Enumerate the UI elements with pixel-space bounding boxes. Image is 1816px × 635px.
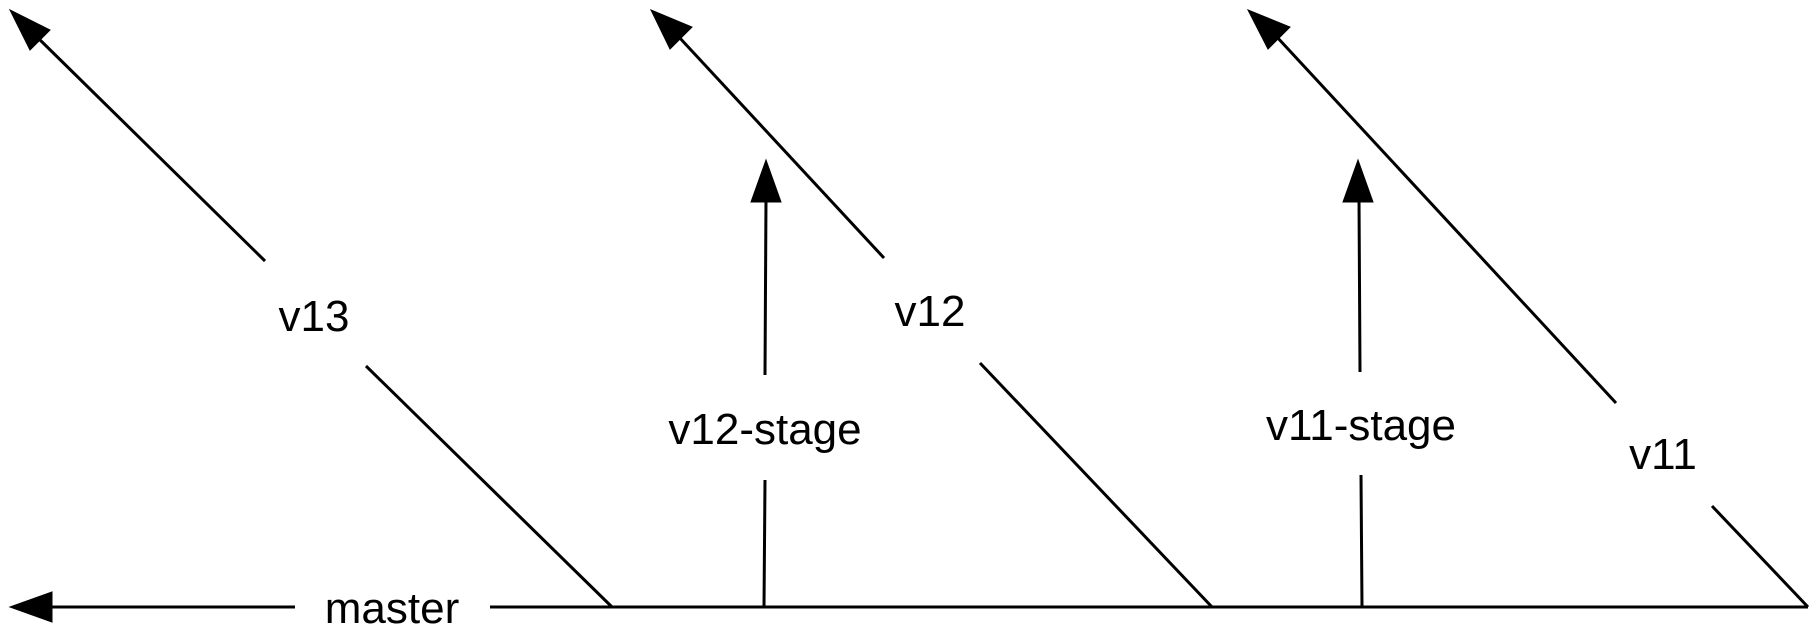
v12-stage-branch: v12-stage xyxy=(668,158,862,608)
v12-stage-line-lower xyxy=(762,479,767,608)
v12-line-lower xyxy=(978,361,1214,609)
v12-arrow-icon xyxy=(649,9,693,50)
master-arrow-icon xyxy=(8,591,53,623)
v12-branch: v12 xyxy=(649,9,1214,609)
v12-stage-arrow-icon xyxy=(750,158,782,203)
v11-label: v11 xyxy=(1629,430,1697,479)
v13-line-upper xyxy=(34,34,267,263)
v12-stage-label: v12-stage xyxy=(668,405,861,454)
master-branch: master xyxy=(8,584,1808,633)
v13-branch: v13 xyxy=(8,8,614,609)
v11-branch: v11 xyxy=(1246,9,1810,609)
v11-stage-line-lower xyxy=(1359,474,1364,608)
v11-line-upper xyxy=(1274,34,1618,405)
master-label: master xyxy=(325,584,459,633)
v13-line-lower xyxy=(364,364,614,609)
v12-stage-line-upper xyxy=(763,197,768,376)
v11-arrow-icon xyxy=(1246,9,1291,50)
v12-label: v12 xyxy=(895,287,966,336)
v11-line-lower xyxy=(1710,504,1810,609)
v12-line-upper xyxy=(676,34,886,260)
v13-label: v13 xyxy=(279,292,350,341)
v11-stage-line-upper xyxy=(1357,197,1362,373)
v11-stage-label: v11-stage xyxy=(1266,401,1456,450)
v11-stage-branch: v11-stage xyxy=(1266,158,1456,608)
v11-stage-arrow-icon xyxy=(1342,158,1374,203)
v13-arrow-icon xyxy=(8,8,51,51)
